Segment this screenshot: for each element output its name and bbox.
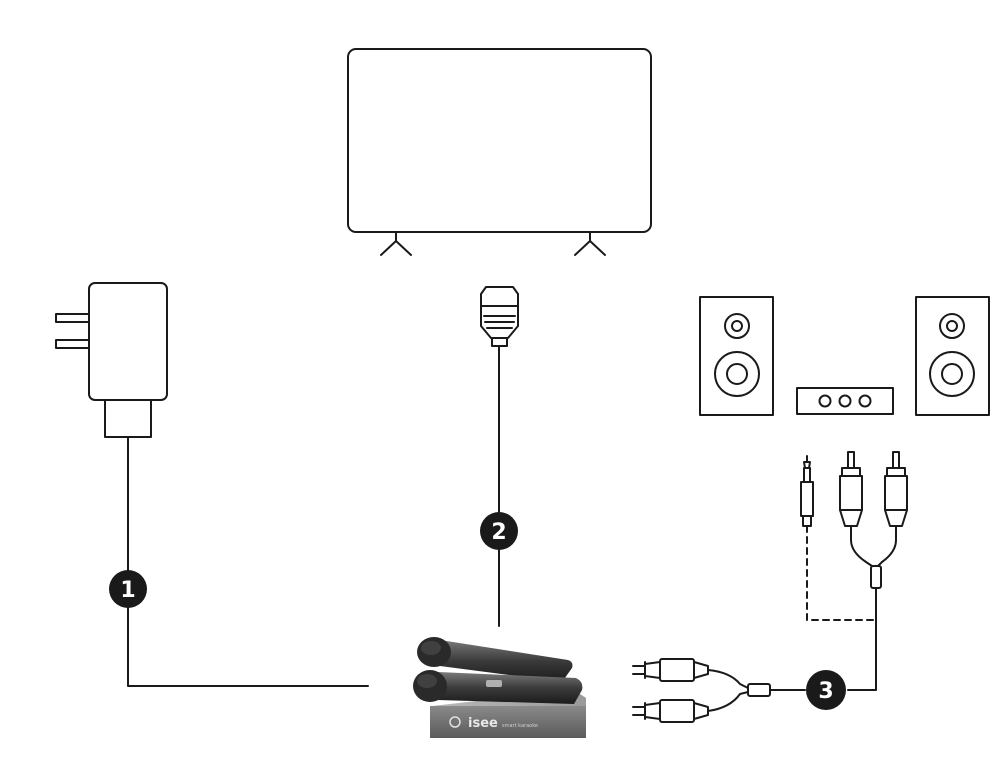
rca-y-cable-icon (632, 658, 806, 723)
hdmi-plug-icon (480, 286, 519, 347)
microphone-front (413, 670, 583, 704)
microphone-back (417, 637, 573, 682)
rca-plug-left-icon (839, 451, 863, 527)
left-speaker-icon (699, 296, 774, 416)
speaker-system-icon (699, 296, 990, 416)
power-adapter-icon (55, 282, 168, 438)
aux-plug-icon (800, 455, 814, 527)
amplifier-icon (796, 387, 894, 415)
rca-plug-right-icon (884, 451, 908, 527)
right-speaker-icon (915, 296, 990, 416)
aux-rca-cable-icon (800, 451, 908, 621)
tv-icon (347, 48, 652, 256)
brand-subtitle: smart karaoke (502, 723, 538, 729)
power-cable (127, 436, 369, 687)
step-number: 3 (818, 679, 833, 704)
speaker-cable (847, 619, 877, 691)
step-number: 1 (120, 578, 135, 603)
step-badge-1: 1 (109, 570, 147, 608)
receiver-base: isee smart karaoke (430, 690, 586, 738)
step-number: 2 (491, 520, 506, 545)
brand-logo: isee (468, 716, 498, 731)
wireless-microphone-system: isee smart karaoke (413, 637, 586, 738)
step-badge-3: 3 (806, 670, 846, 710)
step-badge-2: 2 (480, 512, 518, 550)
